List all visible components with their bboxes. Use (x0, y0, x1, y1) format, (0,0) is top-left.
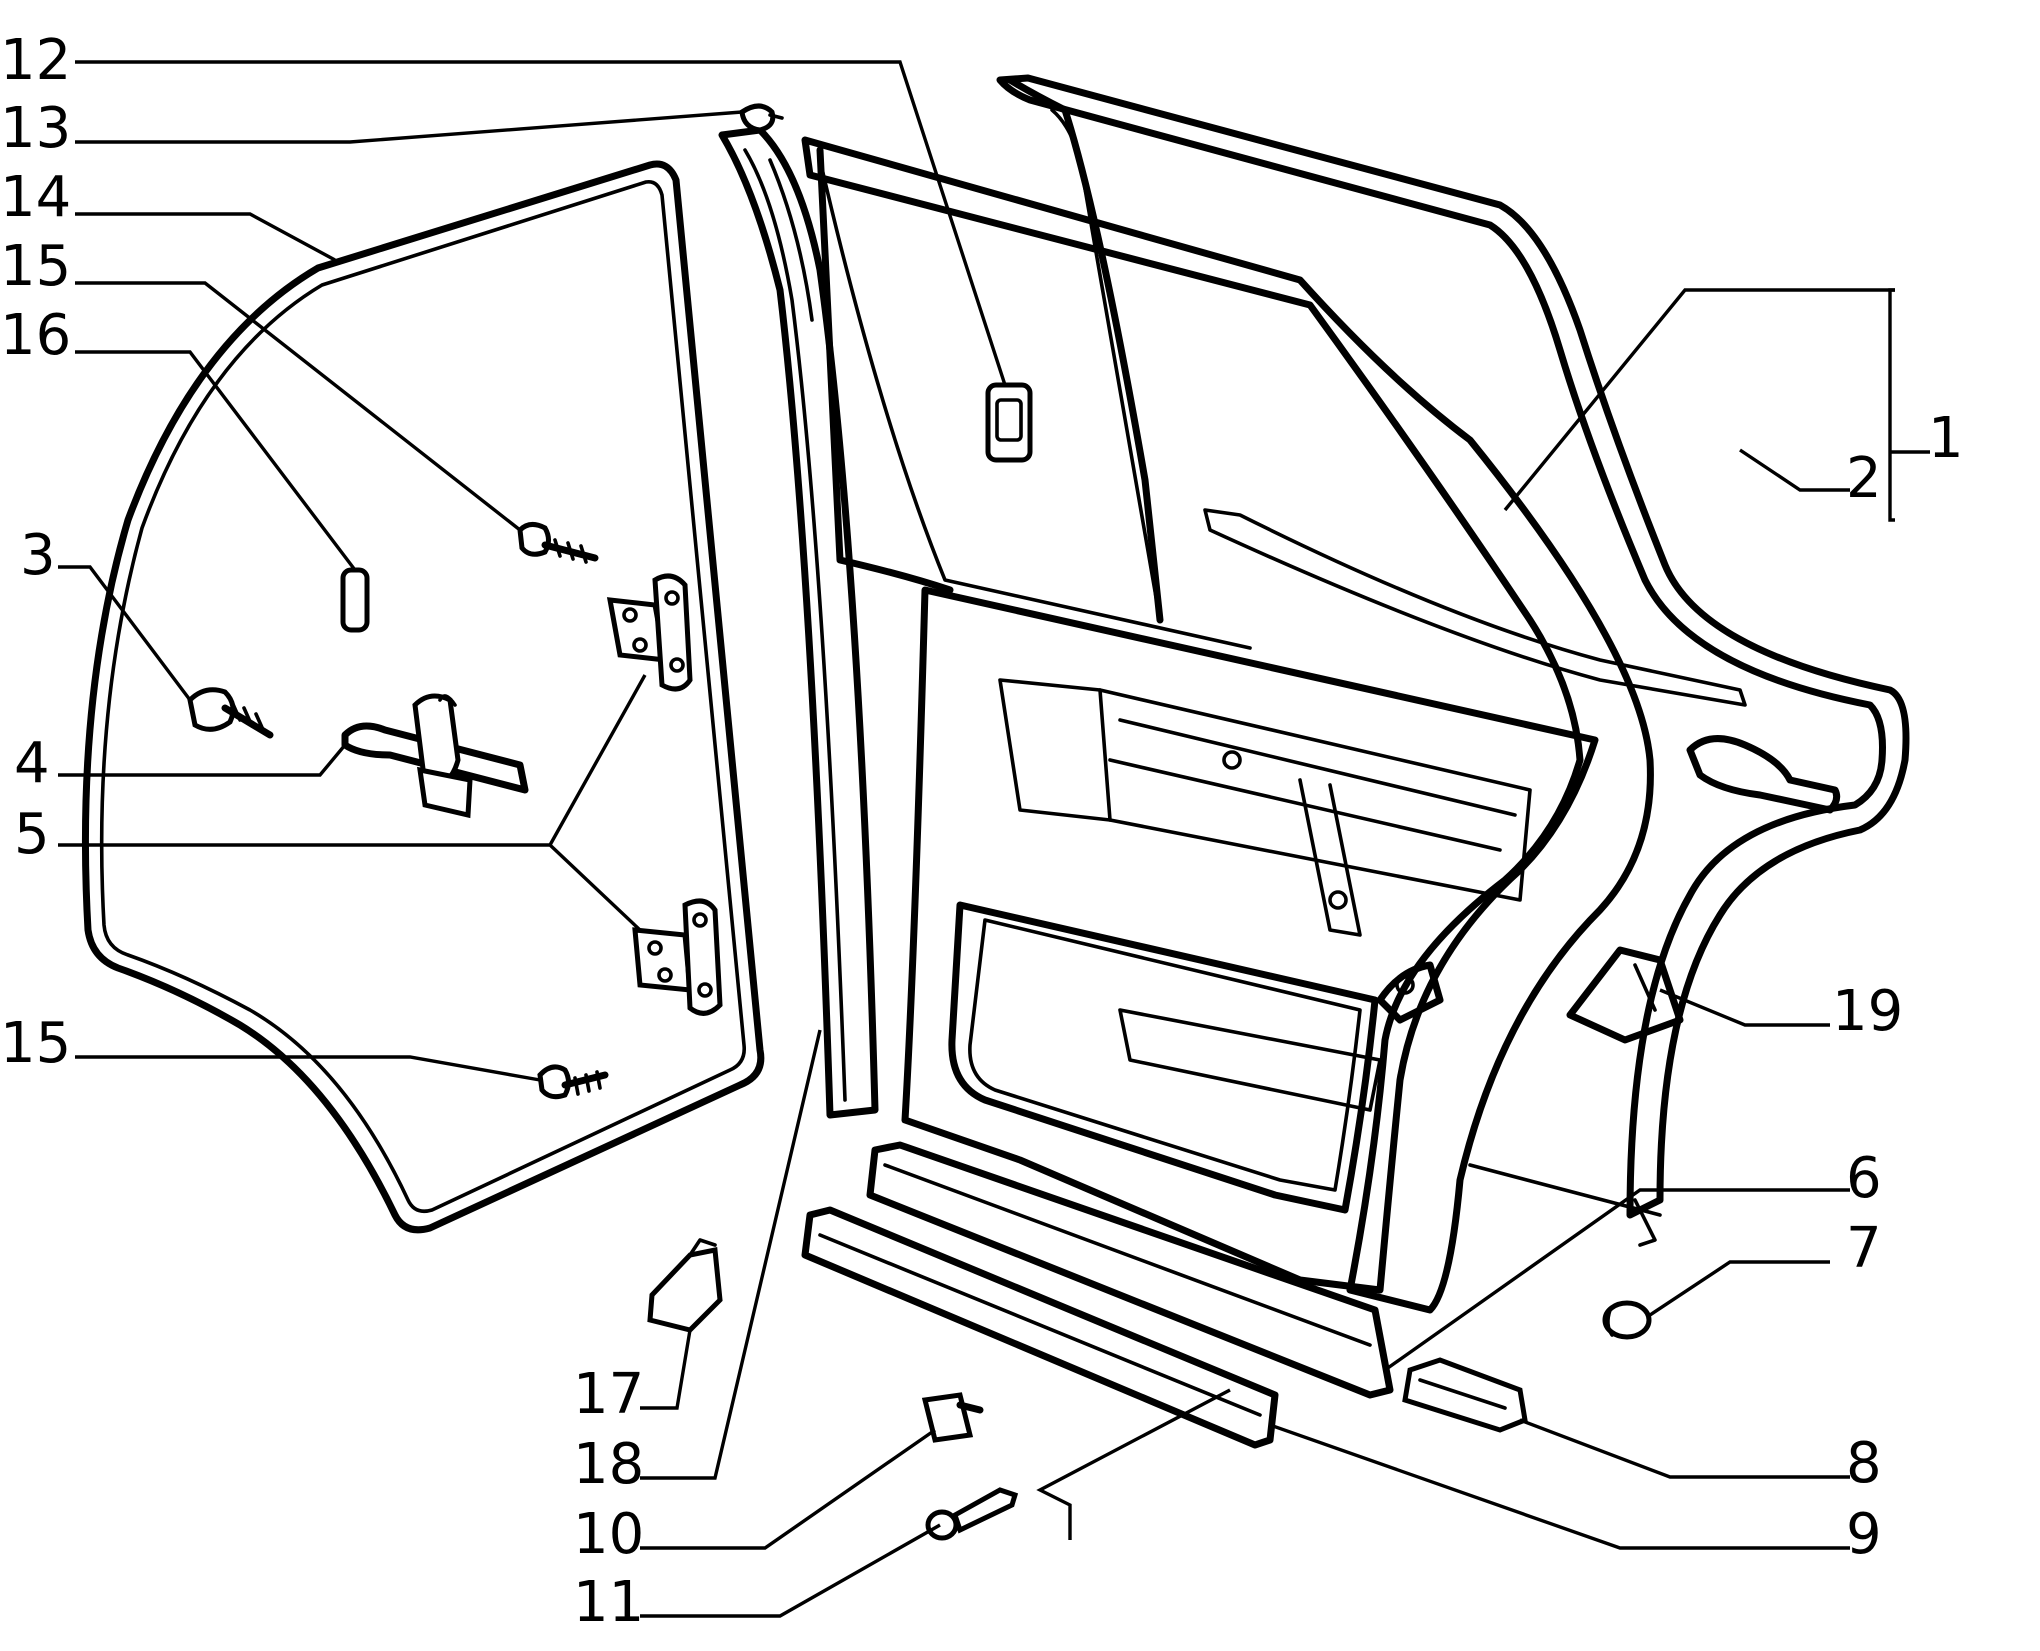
callout-9: 9 (1846, 1502, 1882, 1567)
leader-4 (58, 743, 347, 777)
screw-part-15-lower (537, 1064, 609, 1100)
leader-9b (1036, 1388, 1231, 1540)
callout-6: 6 (1846, 1146, 1882, 1211)
glass-seal-part-14 (81, 160, 765, 1234)
leader-13 (75, 110, 743, 144)
check-strap-part-4 (341, 693, 529, 819)
screw-part-15-upper (517, 522, 599, 564)
callout-1: 1 (1928, 406, 1964, 471)
leader-10 (640, 1428, 936, 1550)
leader-6 (1384, 1188, 1850, 1372)
callout-10: 10 (573, 1502, 644, 1567)
bracket-part-19 (1566, 946, 1684, 1044)
fastener-part-13 (739, 103, 784, 133)
sill-strip-part-6 (866, 1141, 1394, 1399)
callout-4: 4 (14, 731, 50, 796)
leader-15a (75, 281, 522, 532)
leader-15b (75, 1055, 541, 1082)
leader-lines (58, 60, 1930, 1618)
callout-14: 14 (0, 165, 71, 230)
leader-5 (58, 674, 647, 932)
leader-3 (58, 565, 192, 702)
callout-8: 8 (1846, 1431, 1882, 1496)
callout-17: 17 (573, 1362, 644, 1427)
channel-strip-part-18 (718, 126, 879, 1119)
leader-2 (1739, 448, 1850, 492)
end-cap-part-8 (1402, 1357, 1528, 1433)
leader-11 (640, 1523, 941, 1618)
callout-15-upper: 15 (0, 234, 71, 299)
leader-19 (1659, 988, 1830, 1027)
callout-18: 18 (573, 1432, 644, 1497)
callout-12: 12 (0, 28, 71, 93)
callout-19: 19 (1832, 979, 1903, 1044)
hinge-part-5-upper (606, 573, 693, 692)
leader-1-branch (1503, 288, 1895, 512)
leader-12 (75, 60, 1007, 386)
bolt-part-3 (187, 687, 274, 739)
hinge-part-5-lower (632, 898, 723, 1016)
callout-2: 2 (1846, 446, 1882, 511)
door-shell-part-1 (801, 136, 1841, 1314)
leader-17 (640, 1329, 692, 1410)
callout-11: 11 (573, 1570, 644, 1635)
callout-15-lower: 15 (0, 1011, 71, 1076)
leader-9 (1269, 1423, 1850, 1550)
callout-16: 16 (0, 303, 71, 368)
clip-part-12 (985, 382, 1033, 463)
sill-strip-part-9 (801, 1206, 1279, 1449)
bracket-part-17 (647, 1238, 723, 1333)
callout-5: 5 (14, 802, 50, 867)
callout-13: 13 (0, 96, 71, 161)
leader-18 (640, 1029, 822, 1480)
callout-3: 3 (20, 523, 56, 588)
leader-1 (1888, 288, 1930, 522)
leader-14 (75, 212, 336, 262)
push-pin-part-11 (925, 1487, 1019, 1541)
callout-7: 7 (1846, 1216, 1882, 1281)
pin-part-16 (340, 567, 370, 633)
leader-16 (75, 350, 357, 572)
door-seal-part-2 (996, 74, 1910, 1219)
leader-8 (1519, 1418, 1850, 1479)
clip-part-10 (921, 1392, 984, 1443)
plug-part-7 (1602, 1300, 1652, 1340)
leader-7 (1649, 1260, 1830, 1317)
